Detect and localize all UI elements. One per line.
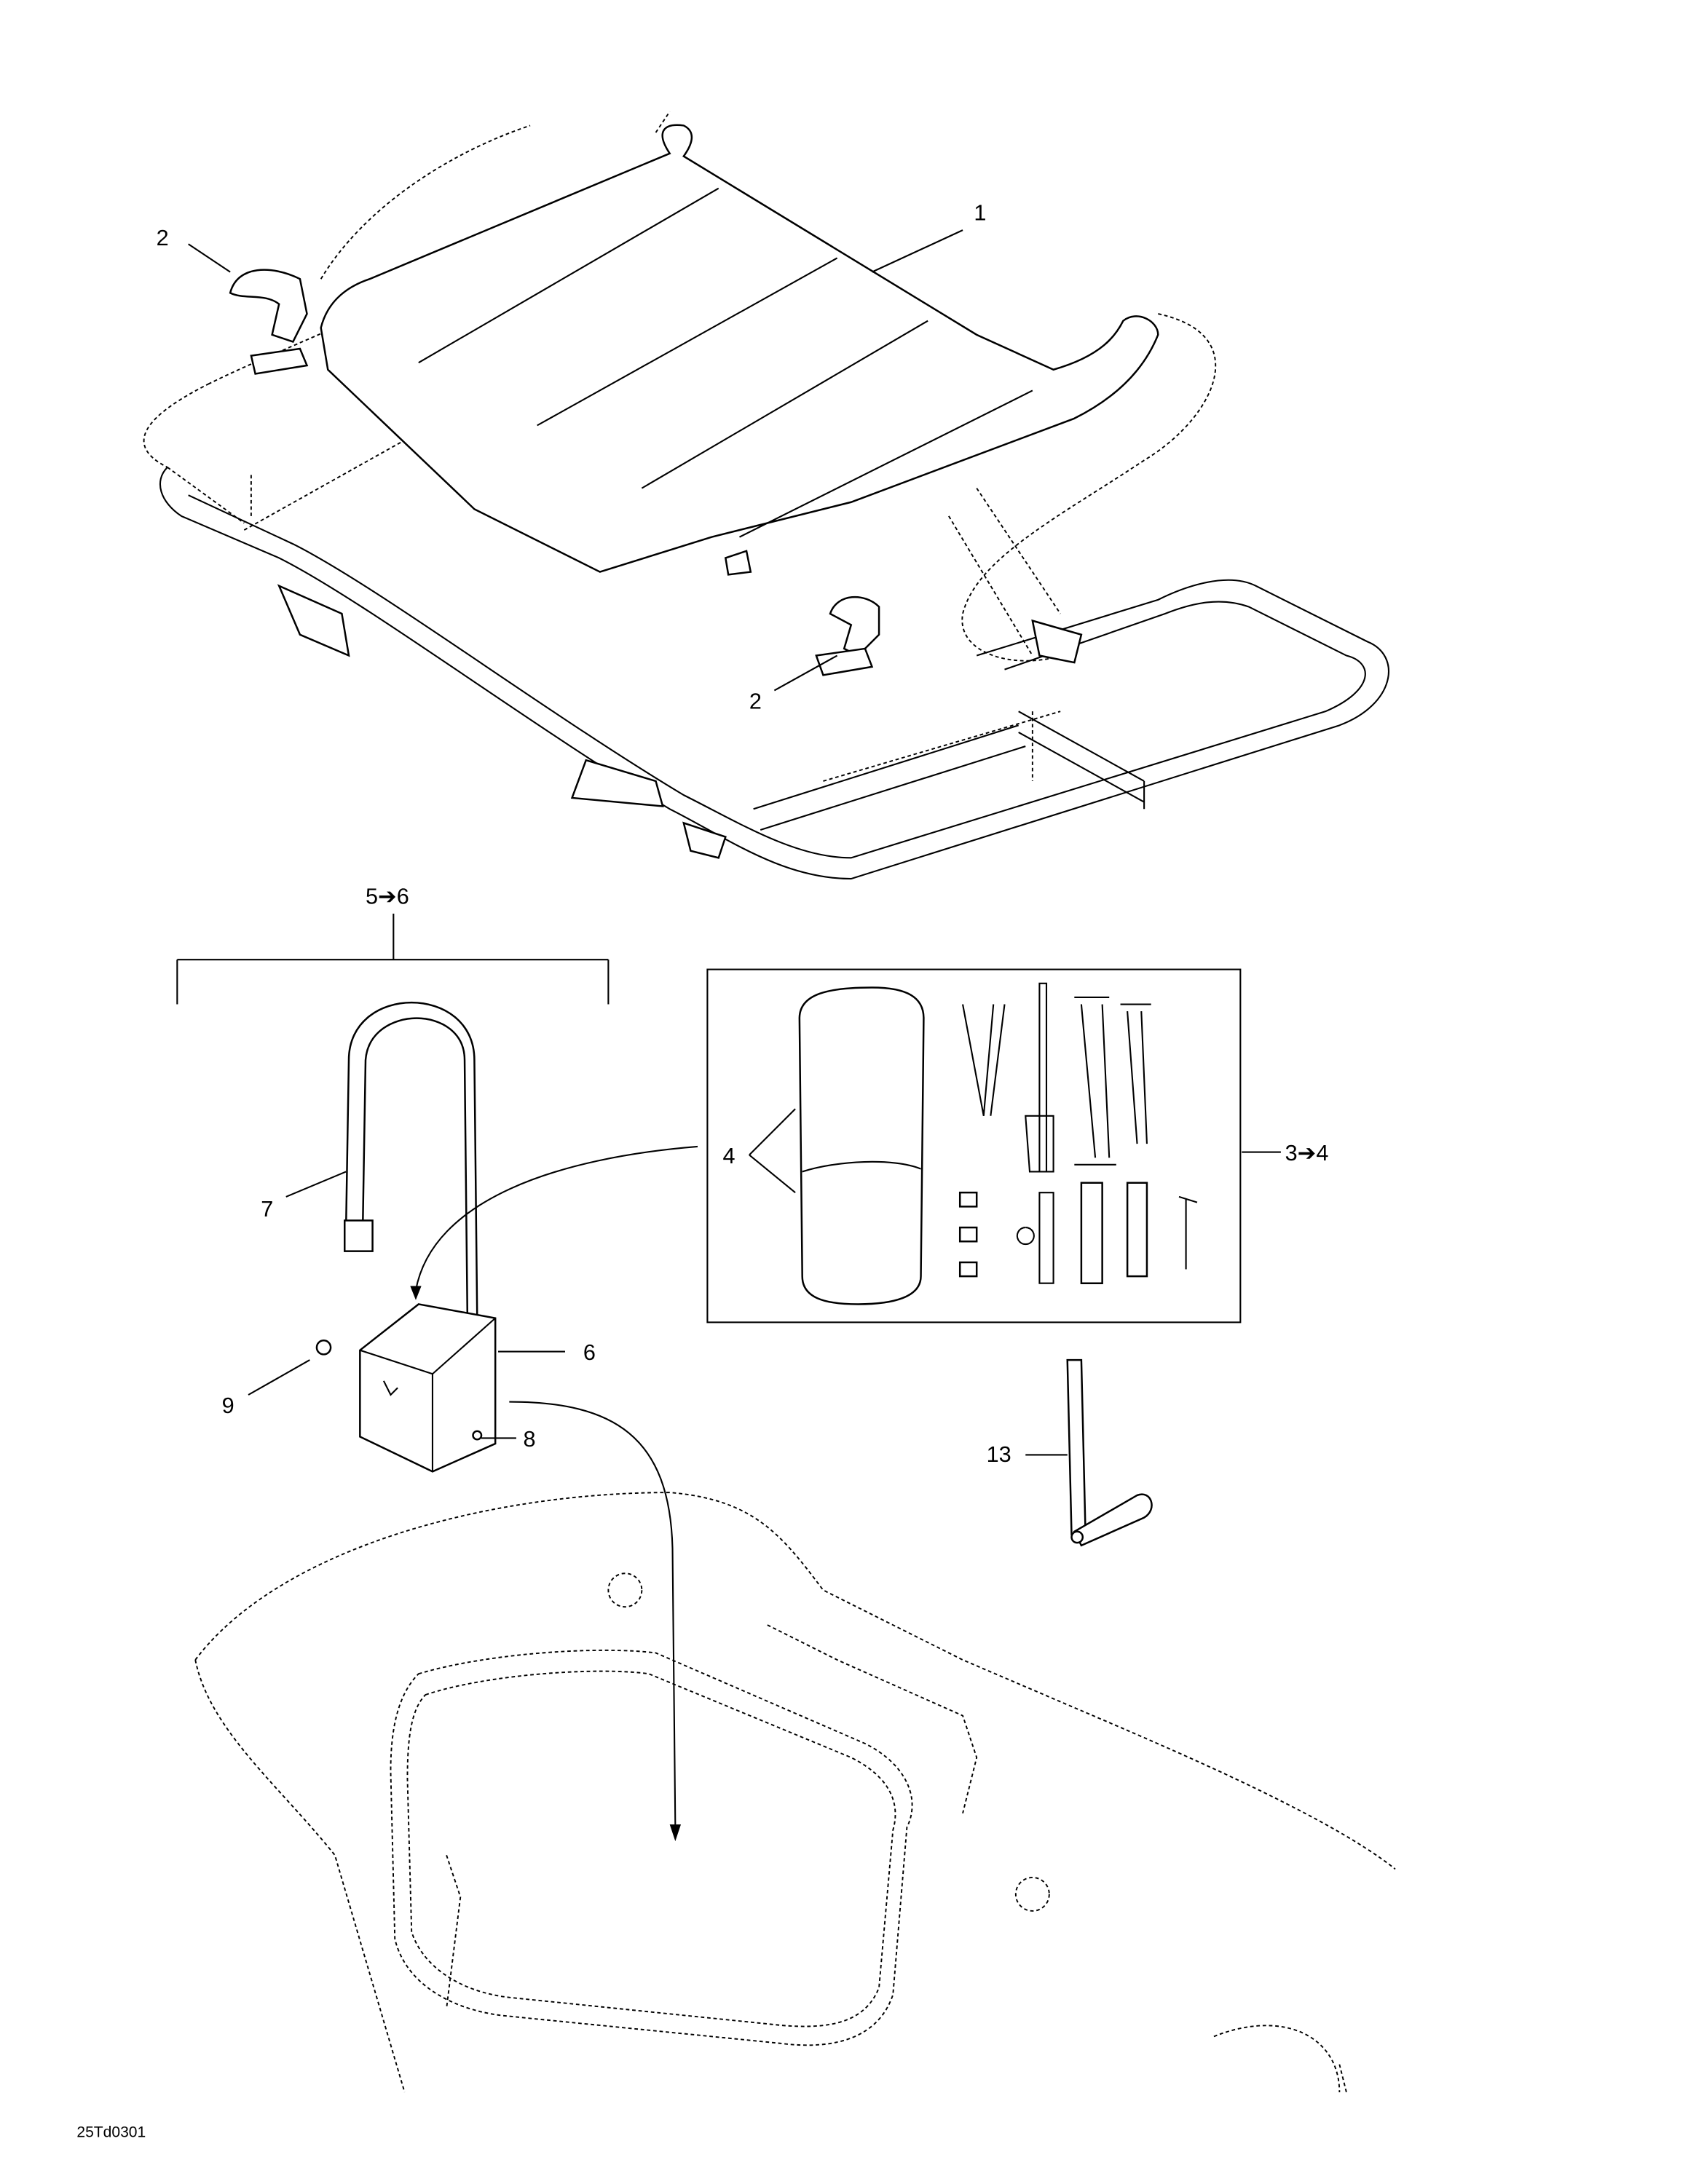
lever	[1066, 1358, 1153, 1547]
spark-plug-tool	[1016, 1192, 1054, 1284]
tool-kit-box	[706, 968, 1242, 1324]
fuses	[958, 1191, 978, 1278]
callout-7: 7	[261, 1197, 273, 1222]
leader-9	[248, 1359, 310, 1396]
seat-cushion	[320, 124, 1217, 664]
leader-2-top	[188, 243, 231, 273]
leader-4	[749, 1108, 796, 1193]
hood-storage	[194, 1492, 1396, 2093]
screw	[472, 1430, 483, 1441]
callout-2-top: 2	[157, 226, 169, 250]
callout-6: 6	[583, 1340, 596, 1365]
pliers	[962, 1004, 1006, 1116]
arrow-kit-to-holder	[414, 1145, 698, 1291]
callout-2-bottom: 2	[749, 689, 762, 713]
wrench-2	[1120, 1003, 1151, 1144]
callout-5-6: 5➔6	[366, 885, 409, 909]
callout-13: 13	[987, 1442, 1011, 1467]
callout-4: 4	[722, 1144, 735, 1168]
holder-bracket	[176, 913, 610, 1005]
leader-2-bottom	[773, 654, 838, 692]
tool-holder	[359, 1303, 497, 1473]
diagram-code: 25Td0301	[76, 2124, 146, 2140]
screwdriver	[1025, 982, 1054, 1173]
wrench-1	[1074, 996, 1116, 1166]
arrow-holder-to-hood	[509, 1401, 677, 1827]
callout-8: 8	[524, 1427, 536, 1452]
seat-clip-top	[229, 269, 309, 375]
leader-1	[872, 229, 963, 273]
callout-3-4: 3➔4	[1285, 1141, 1329, 1166]
callout-1: 1	[974, 201, 986, 226]
washer	[315, 1340, 332, 1356]
rack-frame	[143, 111, 1390, 880]
seat-clip-bottom	[724, 550, 880, 676]
leader-7	[285, 1171, 347, 1198]
strap	[344, 1001, 478, 1319]
socket-wrenches	[1080, 1182, 1148, 1284]
tool-bag	[798, 986, 925, 1305]
callout-9: 9	[222, 1393, 234, 1418]
hex-key	[1178, 1195, 1198, 1270]
tool-kit-contents	[798, 982, 1198, 1305]
